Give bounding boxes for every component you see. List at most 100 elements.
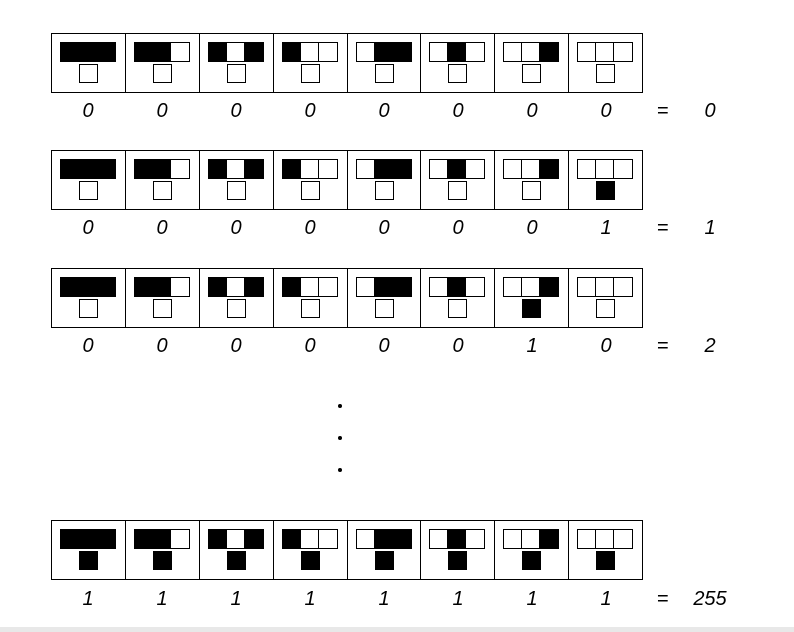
rule-cell (569, 269, 642, 327)
bit-label: 1 (156, 588, 168, 610)
neighborhood-pattern (133, 42, 190, 62)
white-cell (504, 43, 523, 61)
rule-cell (52, 34, 126, 92)
output-black-cell (300, 551, 320, 570)
output-black-cell (79, 551, 98, 570)
white-cell (430, 278, 449, 296)
white-cell (318, 160, 337, 178)
rule-cell (200, 269, 274, 327)
black-cell (97, 530, 115, 548)
black-cell (208, 530, 227, 548)
bit-label: 0 (600, 335, 612, 357)
bit-label: 0 (82, 217, 94, 239)
output-black-cell (226, 551, 246, 570)
white-cell (300, 43, 319, 61)
rule-number: 0 (704, 100, 716, 122)
black-cell (282, 43, 301, 61)
black-cell (448, 530, 467, 548)
neighborhood-pattern (429, 277, 486, 297)
white-cell (170, 160, 189, 178)
ellipsis-dot (338, 436, 342, 440)
white-cell (356, 43, 375, 61)
rule-cell (569, 34, 642, 92)
neighborhood-pattern (429, 529, 486, 549)
bit-label: 0 (452, 100, 464, 122)
equals-sign: = (657, 217, 669, 239)
white-cell (596, 278, 615, 296)
black-cell (61, 160, 79, 178)
white-cell (430, 43, 449, 61)
white-cell (356, 160, 375, 178)
rule-cell (126, 151, 200, 209)
rule-cell (200, 151, 274, 209)
neighborhood-pattern (577, 42, 634, 62)
black-cell (134, 160, 153, 178)
neighborhood-pattern (355, 277, 412, 297)
black-cell (282, 530, 301, 548)
rule-cell (348, 269, 422, 327)
white-cell (596, 530, 615, 548)
black-cell (244, 43, 263, 61)
bit-label: 0 (452, 335, 464, 357)
output-white-cell (226, 64, 246, 83)
output-white-cell (596, 299, 616, 318)
black-cell (152, 530, 171, 548)
neighborhood-pattern (355, 42, 412, 62)
neighborhood-pattern (60, 42, 116, 62)
neighborhood-pattern (281, 529, 338, 549)
black-cell (79, 160, 97, 178)
bit-label: 0 (82, 335, 94, 357)
bit-label: 1 (82, 588, 94, 610)
bit-label: 0 (378, 335, 390, 357)
black-cell (540, 160, 559, 178)
output-white-cell (226, 299, 246, 318)
neighborhood-pattern (207, 42, 264, 62)
neighborhood-pattern (577, 159, 634, 179)
output-white-cell (374, 181, 394, 200)
bit-label: 0 (156, 217, 168, 239)
white-cell (356, 278, 375, 296)
neighborhood-pattern (503, 42, 560, 62)
output-white-cell (596, 64, 616, 83)
rule-cell (569, 151, 642, 209)
rule-row (51, 268, 643, 328)
neighborhood-pattern (207, 277, 264, 297)
black-cell (134, 278, 153, 296)
rule-cell (200, 34, 274, 92)
output-white-cell (79, 181, 98, 200)
black-cell (540, 43, 559, 61)
bit-label: 0 (600, 100, 612, 122)
output-white-cell (300, 299, 320, 318)
rule-cell (569, 521, 642, 579)
black-cell (244, 278, 263, 296)
rule-cell (348, 34, 422, 92)
white-cell (504, 160, 523, 178)
black-cell (282, 278, 301, 296)
white-cell (226, 160, 245, 178)
rule-cell (200, 521, 274, 579)
white-cell (226, 530, 245, 548)
rule-row (51, 520, 643, 580)
white-cell (466, 530, 485, 548)
bit-label: 0 (378, 217, 390, 239)
bit-label: 0 (156, 335, 168, 357)
bit-label: 1 (304, 588, 316, 610)
rule-number: 255 (693, 588, 727, 610)
output-black-cell (448, 551, 468, 570)
rule-cell (126, 521, 200, 579)
output-black-cell (152, 551, 172, 570)
black-cell (152, 43, 171, 61)
black-cell (244, 530, 263, 548)
black-cell (208, 43, 227, 61)
neighborhood-pattern (503, 277, 560, 297)
neighborhood-pattern (133, 529, 190, 549)
output-white-cell (448, 181, 468, 200)
white-cell (596, 43, 615, 61)
output-white-cell (522, 181, 542, 200)
output-black-cell (522, 299, 542, 318)
bit-label: 0 (82, 100, 94, 122)
bit-label: 0 (230, 217, 242, 239)
white-cell (226, 278, 245, 296)
bit-label: 1 (600, 588, 612, 610)
bit-label: 0 (526, 100, 538, 122)
